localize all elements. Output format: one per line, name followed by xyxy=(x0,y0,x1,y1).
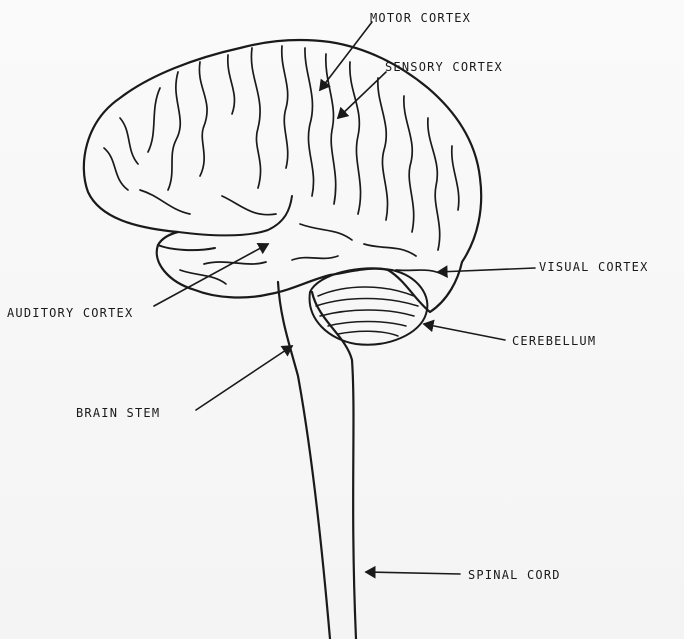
leader-lines xyxy=(154,22,535,574)
label-visual-cortex: VISUAL CORTEX xyxy=(539,260,649,274)
label-auditory-cortex: AUDITORY CORTEX xyxy=(7,306,133,320)
label-sensory-cortex: SENSORY CORTEX xyxy=(385,60,503,74)
cerebrum-outline xyxy=(84,40,481,312)
label-motor-cortex: MOTOR CORTEX xyxy=(370,11,471,25)
label-brain-stem: BRAIN STEM xyxy=(76,406,160,420)
cerebellum-outline xyxy=(310,268,428,344)
leader-motor xyxy=(320,22,372,90)
lateral-fissure xyxy=(178,196,292,236)
brain-stem-left xyxy=(278,282,330,639)
cerebellum-folia xyxy=(316,287,418,336)
leader-cerebellum xyxy=(424,324,505,340)
brain-stem-right xyxy=(312,292,356,639)
leader-visual xyxy=(438,268,535,272)
leader-spinal xyxy=(366,572,460,574)
label-cerebellum: CEREBELLUM xyxy=(512,334,596,348)
leader-brainstem xyxy=(196,346,292,410)
temporal-lobe-edge xyxy=(158,245,215,250)
label-spinal-cord: SPINAL CORD xyxy=(468,568,561,582)
